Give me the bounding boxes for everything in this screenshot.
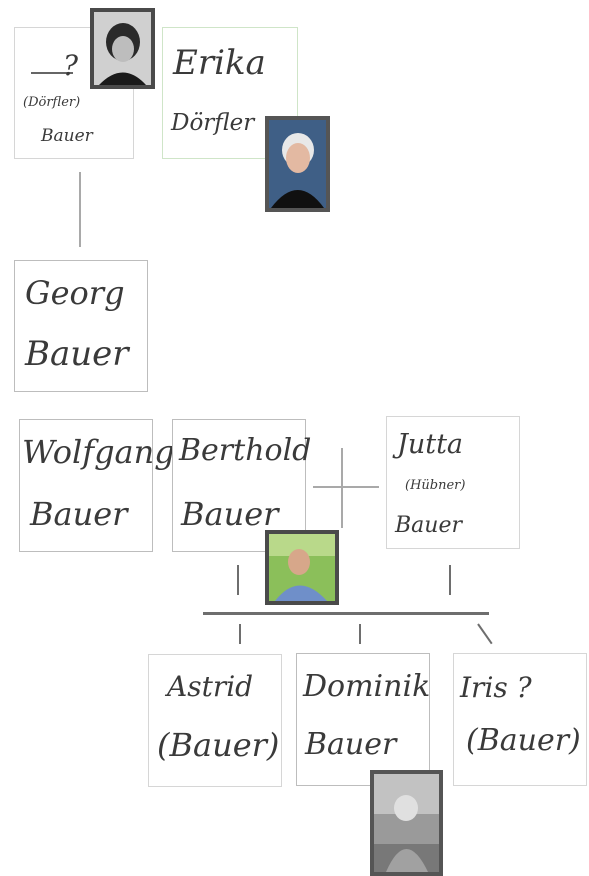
first-name: Berthold xyxy=(179,433,312,468)
last-name: Bauer xyxy=(305,727,397,762)
stub-iris xyxy=(477,623,493,645)
person-card-berthold[interactable]: Berthold Bauer xyxy=(172,419,311,552)
marriage-line-berthold-jutta-h xyxy=(313,486,379,488)
person-card-astrid[interactable]: Astrid (Bauer) xyxy=(148,654,282,787)
maiden-name: (Hübner) xyxy=(405,478,466,493)
maiden-name: (Dörfler) xyxy=(23,95,81,110)
stub-dominik xyxy=(359,624,361,644)
portrait-image xyxy=(269,120,326,208)
portrait-image xyxy=(94,12,151,85)
last-name: Bauer xyxy=(41,126,93,146)
first-name: Wolfgang xyxy=(22,433,175,471)
first-name: Georg xyxy=(25,274,125,312)
erika-photo xyxy=(265,116,330,212)
marriage-line-berthold-jutta-v xyxy=(341,448,343,528)
first-name: Dominik xyxy=(303,669,431,704)
person-card-iris[interactable]: Iris ? (Bauer) xyxy=(453,653,587,786)
stub-jutta xyxy=(449,565,451,595)
unknown-name-dash xyxy=(31,72,73,74)
portrait-image xyxy=(269,534,335,601)
last-name: Bauer xyxy=(181,495,279,533)
first-name: Jutta xyxy=(397,429,464,460)
dominik-photo xyxy=(370,770,443,876)
berthold-photo xyxy=(265,530,339,605)
person-card-wolfgang[interactable]: Wolfgang Bauer xyxy=(19,419,175,552)
person-card-georg[interactable]: Georg Bauer xyxy=(14,260,148,392)
last-name: Bauer xyxy=(395,513,462,538)
grandmother-photo xyxy=(90,8,155,89)
first-name: Astrid xyxy=(167,670,254,703)
children-bar xyxy=(203,612,489,615)
first-name: Erika xyxy=(173,43,266,83)
stub-astrid xyxy=(239,624,241,644)
last-name: Dörfler xyxy=(171,110,255,136)
line-grandmother-georg xyxy=(79,172,81,247)
person-card-jutta[interactable]: Jutta (Hübner) Bauer xyxy=(386,416,520,549)
person-card-erika[interactable]: Erika Dörfler xyxy=(162,27,298,159)
last-name: Bauer xyxy=(25,334,129,374)
person-card-dominik[interactable]: Dominik Bauer xyxy=(296,653,430,786)
stub-berthold xyxy=(237,565,239,595)
portrait-image xyxy=(374,774,439,872)
last-name: (Bauer) xyxy=(157,726,280,764)
last-name: Bauer xyxy=(30,495,128,533)
last-name: (Bauer) xyxy=(466,723,581,758)
first-name: Iris ? xyxy=(460,671,532,704)
first-name: ? xyxy=(63,49,79,82)
